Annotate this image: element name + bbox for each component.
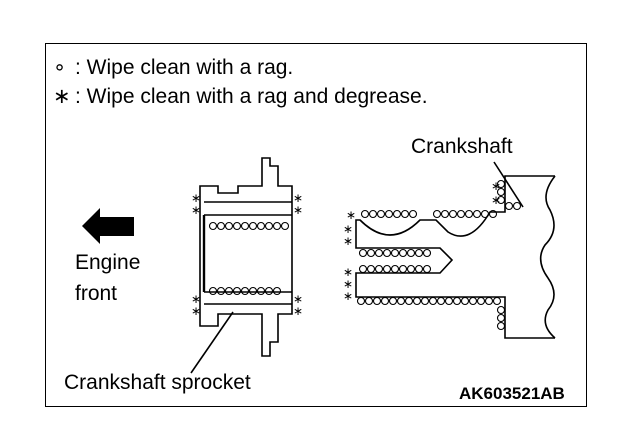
svg-text:∗: ∗: [343, 289, 353, 303]
svg-text:∗: ∗: [491, 193, 501, 207]
svg-text:∗: ∗: [343, 222, 353, 236]
svg-text:∗: ∗: [191, 292, 201, 306]
asterisk-symbol-icon: ∗: [53, 85, 71, 108]
left-arrow-icon: [82, 208, 134, 244]
crankshaft-sprocket: [190, 157, 293, 374]
diagram-frame: [45, 43, 587, 407]
svg-text:∗: ∗: [191, 304, 201, 318]
svg-text:∗: ∗: [491, 179, 501, 193]
svg-text:∗: ∗: [346, 208, 356, 222]
crankshaft-body: [355, 175, 555, 339]
sprocket-asterisk-marks: ∗∗ ∗∗ ∗∗ ∗∗: [191, 191, 303, 318]
svg-text:∗: ∗: [293, 304, 303, 318]
front-label: front: [75, 282, 118, 305]
crankshaft-label: Crankshaft: [411, 135, 513, 158]
svg-text:∗: ∗: [293, 203, 303, 217]
svg-text:∗: ∗: [343, 265, 353, 279]
sprocket-body: [199, 157, 293, 357]
engine-label: Engine: [75, 251, 141, 274]
svg-text:∗: ∗: [343, 234, 353, 248]
svg-text:∗: ∗: [191, 203, 201, 217]
legend-item-circle: ∘ : Wipe clean with a rag.: [53, 57, 293, 78]
crankshaft-leader-line: [493, 161, 524, 208]
svg-text:∗: ∗: [191, 191, 201, 205]
sprocket-circle-marks: [208, 221, 290, 296]
crankshaft-asterisk-marks: ∗ ∗∗ ∗∗ ∗ ∗∗: [343, 179, 501, 303]
legend-item-asterisk: ∗: Wipe clean with a rag and degrease.: [53, 86, 428, 107]
svg-text:∗: ∗: [293, 191, 303, 205]
crankshaft-sprocket-label: Crankshaft sprocket: [64, 371, 251, 394]
circle-symbol-icon: ∘: [53, 56, 67, 79]
sprocket-leader-line: [190, 311, 234, 374]
legend-text-asterisk: : Wipe clean with a rag and degrease.: [75, 85, 428, 108]
crankshaft-circle-marks: [356, 179, 522, 331]
svg-text:∗: ∗: [343, 277, 353, 291]
legend-text-circle: : Wipe clean with a rag.: [75, 56, 294, 79]
crankshaft-break-line: [539, 175, 556, 339]
figure-code: AK603521AB: [459, 384, 565, 403]
svg-text:∗: ∗: [293, 292, 303, 306]
crankshaft-end: [355, 161, 556, 339]
